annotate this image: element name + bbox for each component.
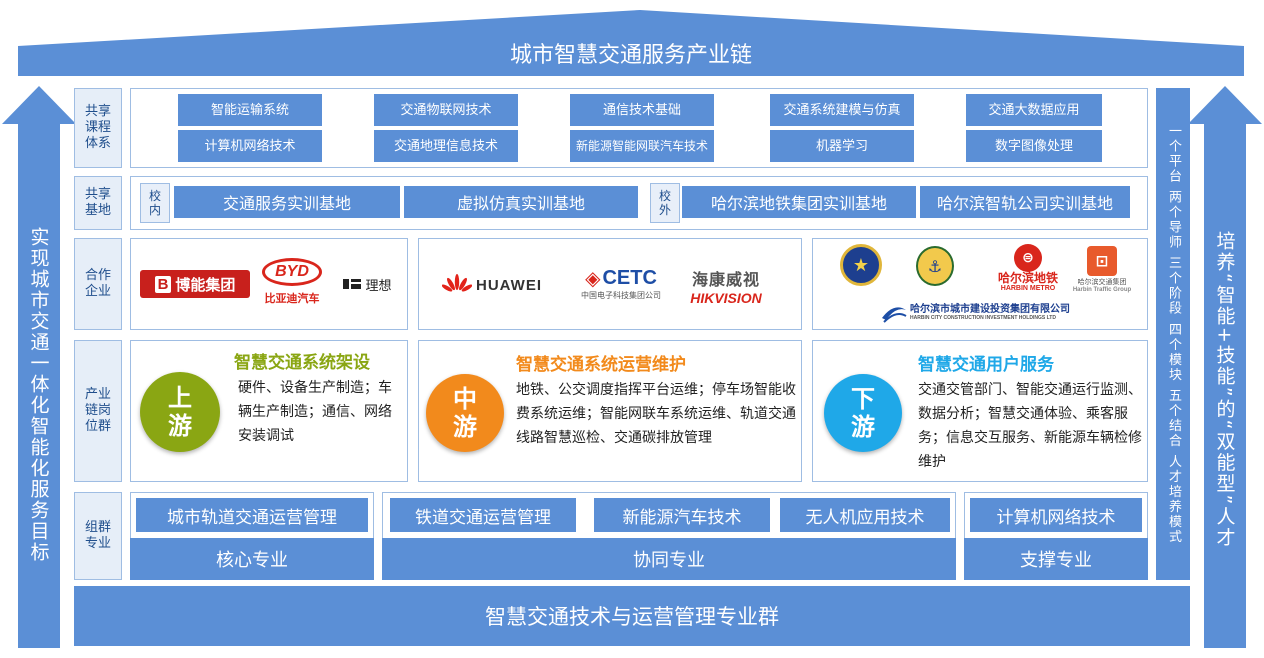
outside-tag: 校外 xyxy=(650,183,680,223)
major-co-item: 铁道交通运营管理 xyxy=(390,498,576,532)
major-support-label: 支撑专业 xyxy=(964,538,1148,580)
base-item-inside: 虚拟仿真实训基地 xyxy=(404,186,638,218)
base-bar: 智慧交通技术与运营管理专业群 xyxy=(74,586,1190,646)
upstream-circle: 上游 xyxy=(140,372,220,452)
talent-column-text: 一个平台 两个导师 三个阶段 四个模块 五个结合 人才培养模式 xyxy=(1166,123,1181,545)
course-item: 新能源智能网联汽车技术 xyxy=(570,130,714,162)
row-label-majors: 组群专业 xyxy=(74,492,122,580)
talent-column: 一个平台 两个导师 三个阶段 四个模块 五个结合 人才培养模式 xyxy=(1156,88,1190,580)
cetc-logo-text: CETC xyxy=(602,266,657,289)
harbin-traffic-group-logo-mark: ⊡ xyxy=(1087,246,1117,276)
boneng-logo-mark: B xyxy=(154,275,172,293)
harbin-invest-logo-cn: 哈尔滨市城市建设投资集团有限公司 xyxy=(910,304,1070,315)
partners-panel-2 xyxy=(418,238,802,330)
hikvision-logo: 海康威视 HIKVISION xyxy=(684,266,768,310)
left-arrow-shape xyxy=(2,86,76,648)
lixiang-logo: 理想 xyxy=(336,274,398,294)
harbin-traffic-group-logo: ⊡ 哈尔滨交通集团 Harbin Traffic Group xyxy=(1070,246,1134,294)
cetc-logo-symbol: ◈ xyxy=(585,266,601,290)
midstream-title: 智慧交通系统运营维护 xyxy=(516,355,686,375)
inside-tag: 校内 xyxy=(140,183,170,223)
row-label-bases: 共享基地 xyxy=(74,176,122,230)
base-item-outside: 哈尔滨智轨公司实训基地 xyxy=(920,186,1130,218)
major-co-label: 协同专业 xyxy=(382,538,956,580)
midstream-body: 地铁、公交调度指挥平台运维；停车场智能收费系统运维；智能网联车系统运维、轨道交通… xyxy=(516,382,796,446)
downstream-title: 智慧交通用户服务 xyxy=(918,355,1054,375)
huawei-logo-mark xyxy=(442,274,472,292)
major-co-item: 新能源汽车技术 xyxy=(594,498,770,532)
harbin-traffic-group-logo-en: Harbin Traffic Group xyxy=(1072,287,1132,293)
harbin-traffic-group-logo-cn: 哈尔滨交通集团 xyxy=(1077,278,1127,286)
harbin-invest-logo: 哈尔滨市城市建设投资集团有限公司 HARBIN CITY CONSTRUCTIO… xyxy=(880,298,1070,328)
harbin-metro-logo-cn: 哈尔滨地铁 xyxy=(997,271,1058,285)
course-item: 通信技术基础 xyxy=(570,94,714,126)
huawei-logo-text: HUAWEI xyxy=(476,276,542,294)
upstream-body: 硬件、设备生产制造；车辆生产制造；通信、网络安装调试 xyxy=(238,380,392,444)
right-arrow-shape xyxy=(1188,86,1262,648)
row-label-partners: 合作企业 xyxy=(74,238,122,330)
hikvision-logo-en: HIKVISION xyxy=(690,290,762,306)
course-item: 数字图像处理 xyxy=(966,130,1102,162)
harbin-invest-logo-mark xyxy=(882,307,907,323)
base-item-outside: 哈尔滨地铁集团实训基地 xyxy=(682,186,916,218)
right-arrow-text: 培养“智能+技能”的“双能型”人才 xyxy=(1213,231,1236,549)
course-item: 交通大数据应用 xyxy=(966,94,1102,126)
cetc-logo-mark: ◈ CETC xyxy=(576,266,666,290)
lixiang-logo-text: 理想 xyxy=(365,278,392,294)
major-co-item: 无人机应用技术 xyxy=(780,498,950,532)
major-support-item: 计算机网络技术 xyxy=(970,498,1142,532)
harbin-metro-logo-en: HARBIN METRO xyxy=(1000,285,1056,292)
left-arrow-text: 实现城市交通一体化智能化服务目标 xyxy=(27,227,50,563)
course-item: 交通地理信息技术 xyxy=(374,130,518,162)
harbin-metro-logo: ⊜ 哈尔滨地铁 HARBIN METRO xyxy=(988,244,1068,292)
downstream-circle: 下游 xyxy=(824,374,902,452)
row-label-chain: 产业链岗位群 xyxy=(74,340,122,482)
byd-logo-text: 比亚迪汽车 xyxy=(264,292,320,305)
downstream-body: 交通交管部门、智能交通运行监测、数据分析；智慧交通体验、乘客服务；信息交互服务、… xyxy=(918,382,1142,470)
base-item-inside: 交通服务实训基地 xyxy=(174,186,400,218)
major-core-item: 城市轨道交通运营管理 xyxy=(136,498,368,532)
course-item: 计算机网络技术 xyxy=(178,130,322,162)
roof-title: 城市智慧交通服务产业链 xyxy=(509,43,752,68)
hikvision-logo-cn: 海康威视 xyxy=(691,270,760,289)
boneng-logo: B 博能集团 xyxy=(140,270,250,298)
police-emblem-icon: ★ xyxy=(840,244,882,286)
roof-shape xyxy=(18,10,1244,76)
cetc-logo: ◈ CETC 中国电子科技集团公司 xyxy=(576,266,666,310)
customs-emblem-icon: ⚓ xyxy=(916,246,954,286)
course-item: 智能运输系统 xyxy=(178,94,322,126)
byd-logo-mark: BYD xyxy=(262,258,322,286)
cetc-logo-subtext: 中国电子科技集团公司 xyxy=(581,291,661,300)
byd-logo: BYD 比亚迪汽车 xyxy=(260,258,324,314)
course-item: 交通物联网技术 xyxy=(374,94,518,126)
lixiang-logo-mark xyxy=(343,279,362,289)
huawei-logo: HUAWEI xyxy=(434,272,550,298)
midstream-circle: 中游 xyxy=(426,374,504,452)
course-item: 机器学习 xyxy=(770,130,914,162)
major-core-label: 核心专业 xyxy=(130,538,374,580)
row-label-courses: 共享课程体系 xyxy=(74,88,122,168)
harbin-metro-logo-mark: ⊜ xyxy=(1014,244,1042,272)
upstream-title: 智慧交通系统架设 xyxy=(234,353,370,373)
boneng-logo-text: 博能集团 xyxy=(175,275,236,294)
course-item: 交通系统建模与仿真 xyxy=(770,94,914,126)
harbin-invest-logo-en: HARBIN CITY CONSTRUCTION INVESTMENT HOLD… xyxy=(910,315,1056,321)
